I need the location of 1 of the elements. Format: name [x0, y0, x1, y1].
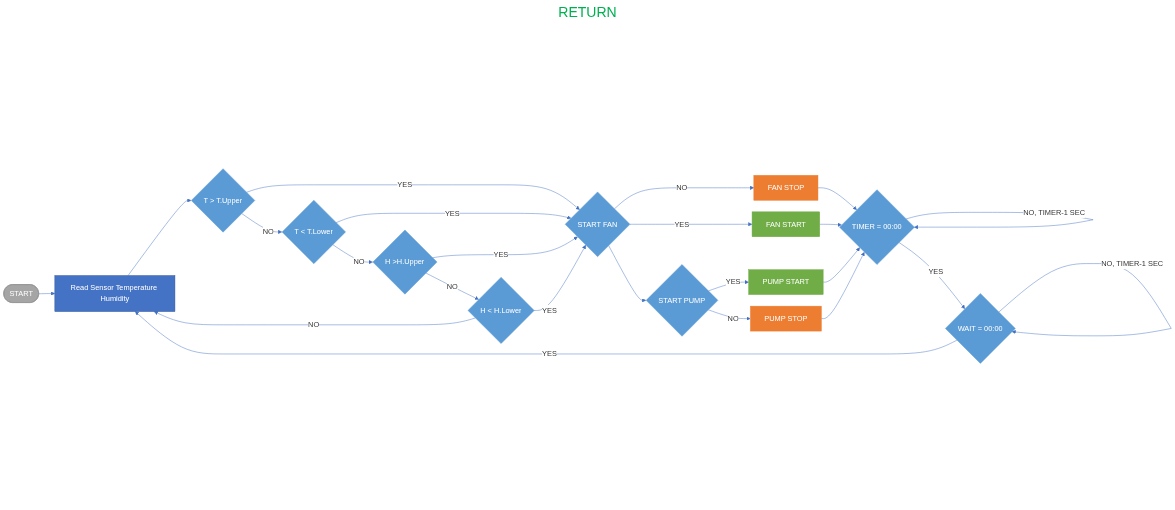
return-label: RETURN [558, 4, 617, 20]
